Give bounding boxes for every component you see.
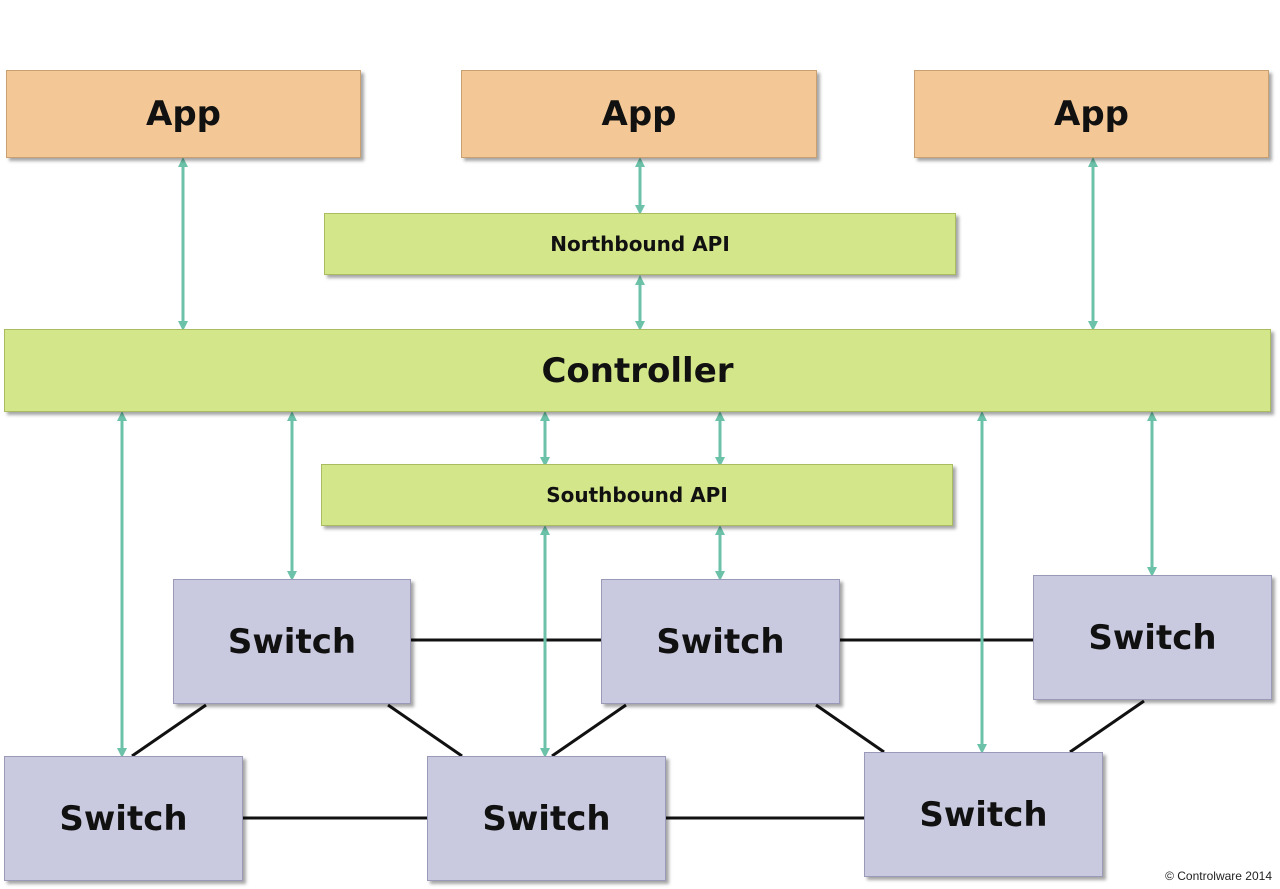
switch-box-5: Switch — [427, 756, 666, 881]
controller-box: Controller — [4, 329, 1271, 412]
app-label: App — [1054, 94, 1129, 134]
link-switch1-switch4 — [131, 703, 207, 758]
switch-box-1: Switch — [173, 579, 411, 704]
switch-box-6: Switch — [864, 752, 1103, 877]
northbound-api-box: Northbound API — [324, 213, 956, 275]
link-switch3-switch6 — [1069, 699, 1145, 754]
southbound-api-box: Southbound API — [321, 464, 953, 526]
link-switch2-switch6 — [815, 703, 885, 754]
app-label: App — [601, 94, 677, 134]
controller-label: Controller — [541, 350, 734, 391]
copyright-notice: © Controlware 2014 — [1165, 869, 1272, 883]
switch-label: Switch — [656, 621, 785, 662]
app-label: App — [146, 94, 221, 134]
switch-box-4: Switch — [4, 756, 243, 881]
link-switch1-switch5 — [387, 703, 463, 758]
app-box-2: App — [461, 70, 817, 158]
app-box-3: App — [914, 70, 1269, 158]
switch-box-3: Switch — [1033, 575, 1272, 700]
link-switch2-switch5 — [551, 703, 627, 758]
switch-label: Switch — [919, 794, 1048, 835]
southbound-api-label: Southbound API — [546, 483, 728, 507]
app-box-1: App — [6, 70, 361, 158]
switch-label: Switch — [1088, 617, 1217, 658]
switch-label: Switch — [482, 798, 611, 839]
switch-label: Switch — [59, 798, 188, 839]
switch-box-2: Switch — [601, 579, 840, 704]
northbound-api-label: Northbound API — [550, 232, 730, 256]
switch-label: Switch — [227, 621, 357, 662]
